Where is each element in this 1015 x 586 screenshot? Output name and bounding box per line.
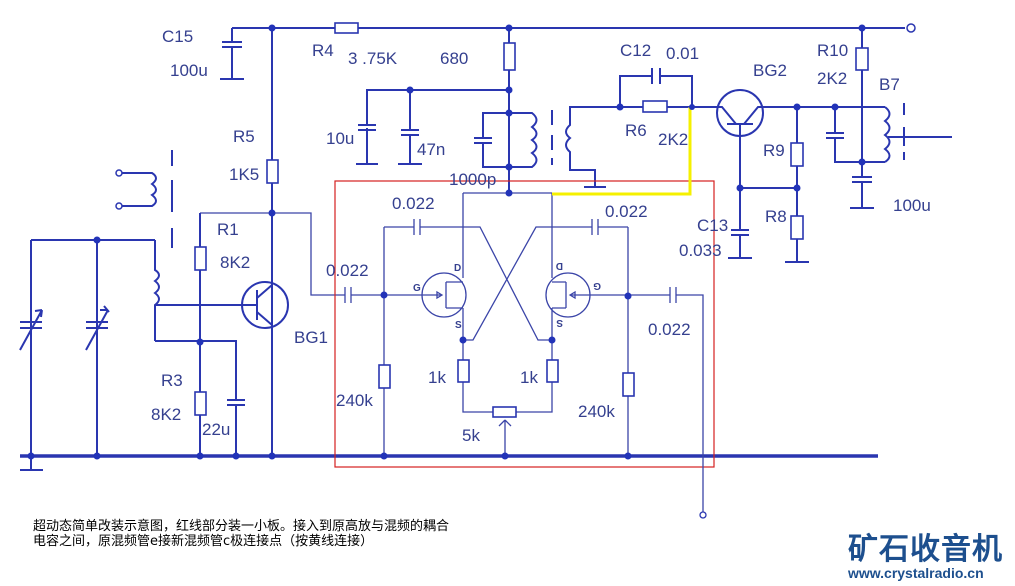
supply-rail (232, 23, 916, 33)
potentiometer-5k (492, 406, 517, 418)
label-r4: R4 (312, 41, 334, 60)
yellow-connection-wire (552, 107, 692, 196)
transistor-bg1 (241, 281, 289, 330)
label-c13: C13 (697, 216, 728, 235)
label-r4-value: 3 .75K (348, 49, 398, 68)
label-bg1: BG1 (294, 328, 328, 347)
label-r6: R6 (625, 121, 647, 140)
resistor-r1 (194, 246, 207, 271)
jfet-right (545, 272, 628, 340)
if-coil-secondary (565, 106, 620, 188)
capacitor-c12 (619, 68, 693, 107)
label-22u: 22u (202, 420, 230, 439)
label-pin-d-left: D (454, 263, 461, 274)
label-5k: 5k (462, 426, 480, 445)
label-c-top-left: 0.022 (392, 194, 435, 213)
coil-b7 (883, 106, 952, 163)
label-pin-g-right: G (593, 280, 601, 291)
label-r9: R9 (763, 141, 785, 160)
resistor-1k-right (546, 359, 559, 383)
note-line-2: 电容之间，原混频管e接新混频管c极连接点（按黄线连接） (33, 534, 374, 549)
resistor-1k-left (457, 359, 470, 383)
variable-capacitor-2 (85, 305, 110, 351)
transistor-bg2 (716, 89, 764, 259)
resistor-r4 (334, 22, 359, 34)
label-r6-value: 2K2 (658, 130, 688, 149)
label-r3-value: 8K2 (151, 405, 181, 424)
if-coil-primary (509, 112, 538, 168)
label-c-top-right: 0.022 (605, 202, 648, 221)
resistor-240k-left (378, 364, 391, 389)
resistor-r10 (855, 47, 869, 71)
output-tank (826, 28, 885, 163)
tank-wiring (30, 239, 155, 456)
label-240k-left: 240k (336, 391, 373, 410)
label-pin-d-right: D (556, 260, 563, 271)
label-b7: B7 (879, 75, 900, 94)
label-pin-s-right: S (556, 317, 563, 328)
label-680: 680 (440, 49, 468, 68)
label-1000p: 1000p (449, 170, 496, 189)
label-r8: R8 (765, 207, 787, 226)
resistor-r9 (790, 142, 804, 167)
label-r1: R1 (217, 220, 239, 239)
label-pin-s-left: S (455, 320, 462, 331)
jfet-left (421, 272, 467, 340)
resistor-r3 (194, 391, 207, 416)
note-line-1: 超动态简单改装示意图，红线部分装一小板。接入到原高放与混频的耦合 (33, 519, 450, 534)
label-r5: R5 (233, 127, 255, 146)
capacitor-10u (358, 89, 509, 163)
label-47n: 47n (417, 140, 445, 159)
label-r3: R3 (161, 371, 183, 390)
capacitor-output-0022 (628, 287, 704, 512)
variable-capacitor-1 (19, 309, 43, 351)
label-c-in: 0.022 (326, 261, 369, 280)
source-network (462, 340, 553, 456)
capacitor-c15 (220, 28, 244, 80)
capacitor-top-right (463, 219, 628, 341)
resistor-r5 (266, 159, 279, 184)
label-pin-g-left: G (413, 283, 421, 294)
capacitor-top-left (384, 219, 552, 341)
label-r10-value: 2K2 (817, 69, 847, 88)
resistor-240k-right (622, 372, 635, 397)
drain-wires (462, 192, 553, 278)
label-r10: R10 (817, 41, 848, 60)
tank-capacitor-1000p (474, 112, 509, 168)
label-100u-out: 100u (893, 196, 931, 215)
label-bg2: BG2 (753, 61, 787, 80)
capacitor-100u-out (850, 162, 874, 209)
resistor-680 (503, 42, 516, 71)
label-1k-left: 1k (428, 368, 446, 387)
label-c12: C12 (620, 41, 651, 60)
bias-wire (200, 212, 340, 296)
bg2-emitter-network (740, 106, 885, 263)
resistor-r6 (642, 100, 668, 113)
label-r1-value: 8K2 (220, 253, 250, 272)
label-240k-right: 240k (578, 402, 615, 421)
label-10u: 10u (326, 129, 354, 148)
antenna-coil-primary (115, 169, 157, 210)
label-c15: C15 (162, 27, 193, 46)
logo-text: 矿石收音机 (848, 532, 1003, 567)
board-outline (334, 180, 715, 468)
output-terminal (699, 511, 707, 519)
label-1k-right: 1k (520, 368, 538, 387)
resistor-r8 (790, 215, 804, 240)
label-c13-value: 0.033 (679, 241, 722, 260)
label-r5-value: 1K5 (229, 165, 259, 184)
antenna-coil-secondary (153, 240, 257, 341)
junction-dots (27, 24, 866, 460)
label-c12-value: 0.01 (666, 44, 699, 63)
capacitor-22u (155, 340, 245, 456)
label-c15-value: 100u (170, 61, 208, 80)
capacitor-47n (398, 90, 422, 165)
logo-url: www.crystalradio.cn (848, 565, 984, 581)
label-c-out: 0.022 (648, 320, 691, 339)
